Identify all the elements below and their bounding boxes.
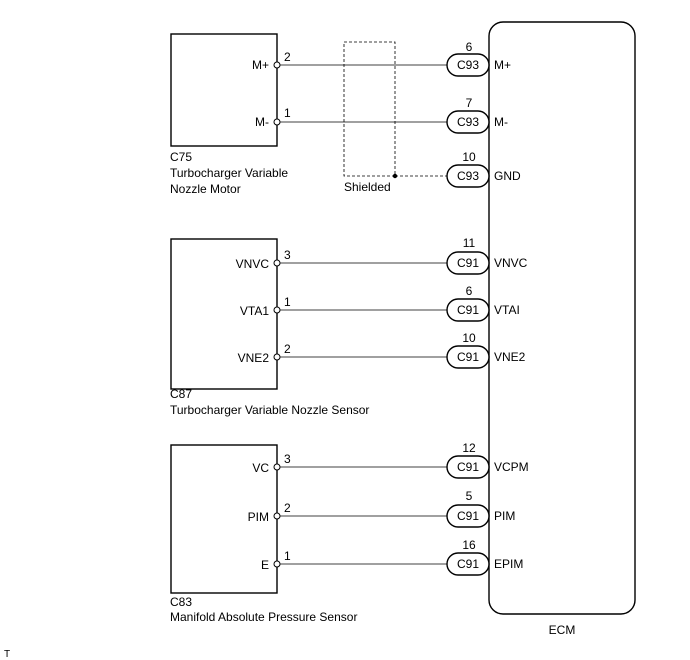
ecm-box — [488, 21, 636, 615]
connector-oval — [446, 455, 490, 479]
corner-mark: T — [4, 649, 10, 660]
c75-component-box — [170, 33, 278, 147]
pin-terminal — [273, 463, 281, 471]
ecm-terminal-label: VTAI — [494, 303, 520, 317]
connector-oval — [446, 53, 490, 77]
shield-box — [343, 41, 396, 177]
component-pin-number: 3 — [284, 248, 291, 262]
component-pin-label: VTA1 — [240, 304, 269, 318]
ecm-terminal-label: PIM — [494, 509, 515, 523]
ecm-pin-number: 12 — [462, 441, 476, 455]
ecm-pin-number: 16 — [462, 538, 476, 552]
component-pin-label: E — [261, 558, 269, 572]
c75-name-line-2: Nozzle Motor — [170, 182, 241, 196]
component-pin-number: 1 — [284, 295, 291, 309]
component-pin-number: 1 — [284, 549, 291, 563]
connector-oval — [446, 504, 490, 528]
pin-terminal — [273, 306, 281, 314]
ecm-terminal-label: VNVC — [494, 256, 528, 270]
ecm-label: ECM — [549, 623, 576, 637]
c87-code: C87 — [170, 387, 192, 401]
component-pin-number: 2 — [284, 501, 291, 515]
c87-name-line-1: Turbocharger Variable Nozzle Sensor — [170, 403, 369, 417]
component-pin-number: 2 — [284, 342, 291, 356]
ecm-terminal-label: VCPM — [494, 460, 529, 474]
connector-code: C91 — [457, 509, 479, 523]
wire-row-e: E 1 16 C91 EPIM — [261, 538, 523, 576]
pin-terminal — [273, 259, 281, 267]
ecm-terminal-label: M+ — [494, 58, 511, 72]
ecm-pin-number: 10 — [462, 150, 476, 164]
connector-oval — [446, 298, 490, 322]
ecm-terminal-label: VNE2 — [494, 350, 526, 364]
ecm-pin-number: 5 — [466, 489, 473, 503]
shield-junction-dot — [392, 173, 398, 179]
ecm-pin-number: 10 — [462, 331, 476, 345]
c83-name-line-1: Manifold Absolute Pressure Sensor — [170, 610, 357, 624]
component-pin-label: VNE2 — [238, 351, 270, 365]
ecm-terminal-label: GND — [494, 169, 521, 183]
connector-oval — [446, 110, 490, 134]
pin-terminal — [273, 61, 281, 69]
c75-code: C75 — [170, 150, 192, 164]
c87-component-box — [170, 238, 278, 390]
pin-terminal — [273, 512, 281, 520]
wire-row-m-plus: M+ 2 6 C93 M+ — [252, 40, 511, 77]
wire-row-gnd: 10 C93 GND — [446, 150, 521, 188]
connector-code: C93 — [457, 58, 479, 72]
pin-terminal — [273, 560, 281, 568]
component-pin-number: 1 — [284, 106, 291, 120]
ecm-terminal-label: EPIM — [494, 557, 523, 571]
connector-oval — [446, 345, 490, 369]
wire-row-pim: PIM 2 5 C91 PIM — [248, 489, 515, 528]
component-pin-label: M+ — [252, 58, 269, 72]
pin-terminal — [273, 118, 281, 126]
connector-code: C91 — [457, 350, 479, 364]
ecm-terminal-label: M- — [494, 115, 508, 129]
connector-oval — [446, 251, 490, 275]
connector-oval — [446, 164, 490, 188]
ecm-pin-number: 7 — [466, 96, 473, 110]
connector-code: C91 — [457, 557, 479, 571]
ecm-pin-number: 6 — [466, 284, 473, 298]
connector-code: C91 — [457, 256, 479, 270]
connector-oval — [446, 552, 490, 576]
component-pin-label: VNVC — [236, 257, 270, 271]
component-pin-number: 3 — [284, 452, 291, 466]
ecm-pin-number: 6 — [466, 40, 473, 54]
wire-row-m-minus: M- 1 7 C93 M- — [255, 96, 508, 134]
wire-row-vc: VC 3 12 C91 VCPM — [252, 441, 529, 479]
c75-name-line-1: Turbocharger Variable — [170, 166, 288, 180]
component-pin-label: PIM — [248, 510, 269, 524]
pin-terminal — [273, 353, 281, 361]
component-pin-number: 2 — [284, 50, 291, 64]
wire-row-vne2: VNE2 2 10 C91 VNE2 — [238, 331, 526, 369]
connector-code: C93 — [457, 169, 479, 183]
connector-code: C91 — [457, 460, 479, 474]
c83-code: C83 — [170, 595, 192, 609]
connector-code: C93 — [457, 115, 479, 129]
shield-label: Shielded — [344, 180, 391, 194]
connector-code: C91 — [457, 303, 479, 317]
wire-row-vnvc: VNVC 3 11 C91 VNVC — [236, 236, 528, 275]
component-pin-label: VC — [252, 461, 269, 475]
wire-row-vta1: VTA1 1 6 C91 VTAI — [240, 284, 520, 322]
ecm-pin-number: 11 — [463, 236, 476, 250]
component-pin-label: M- — [255, 115, 269, 129]
